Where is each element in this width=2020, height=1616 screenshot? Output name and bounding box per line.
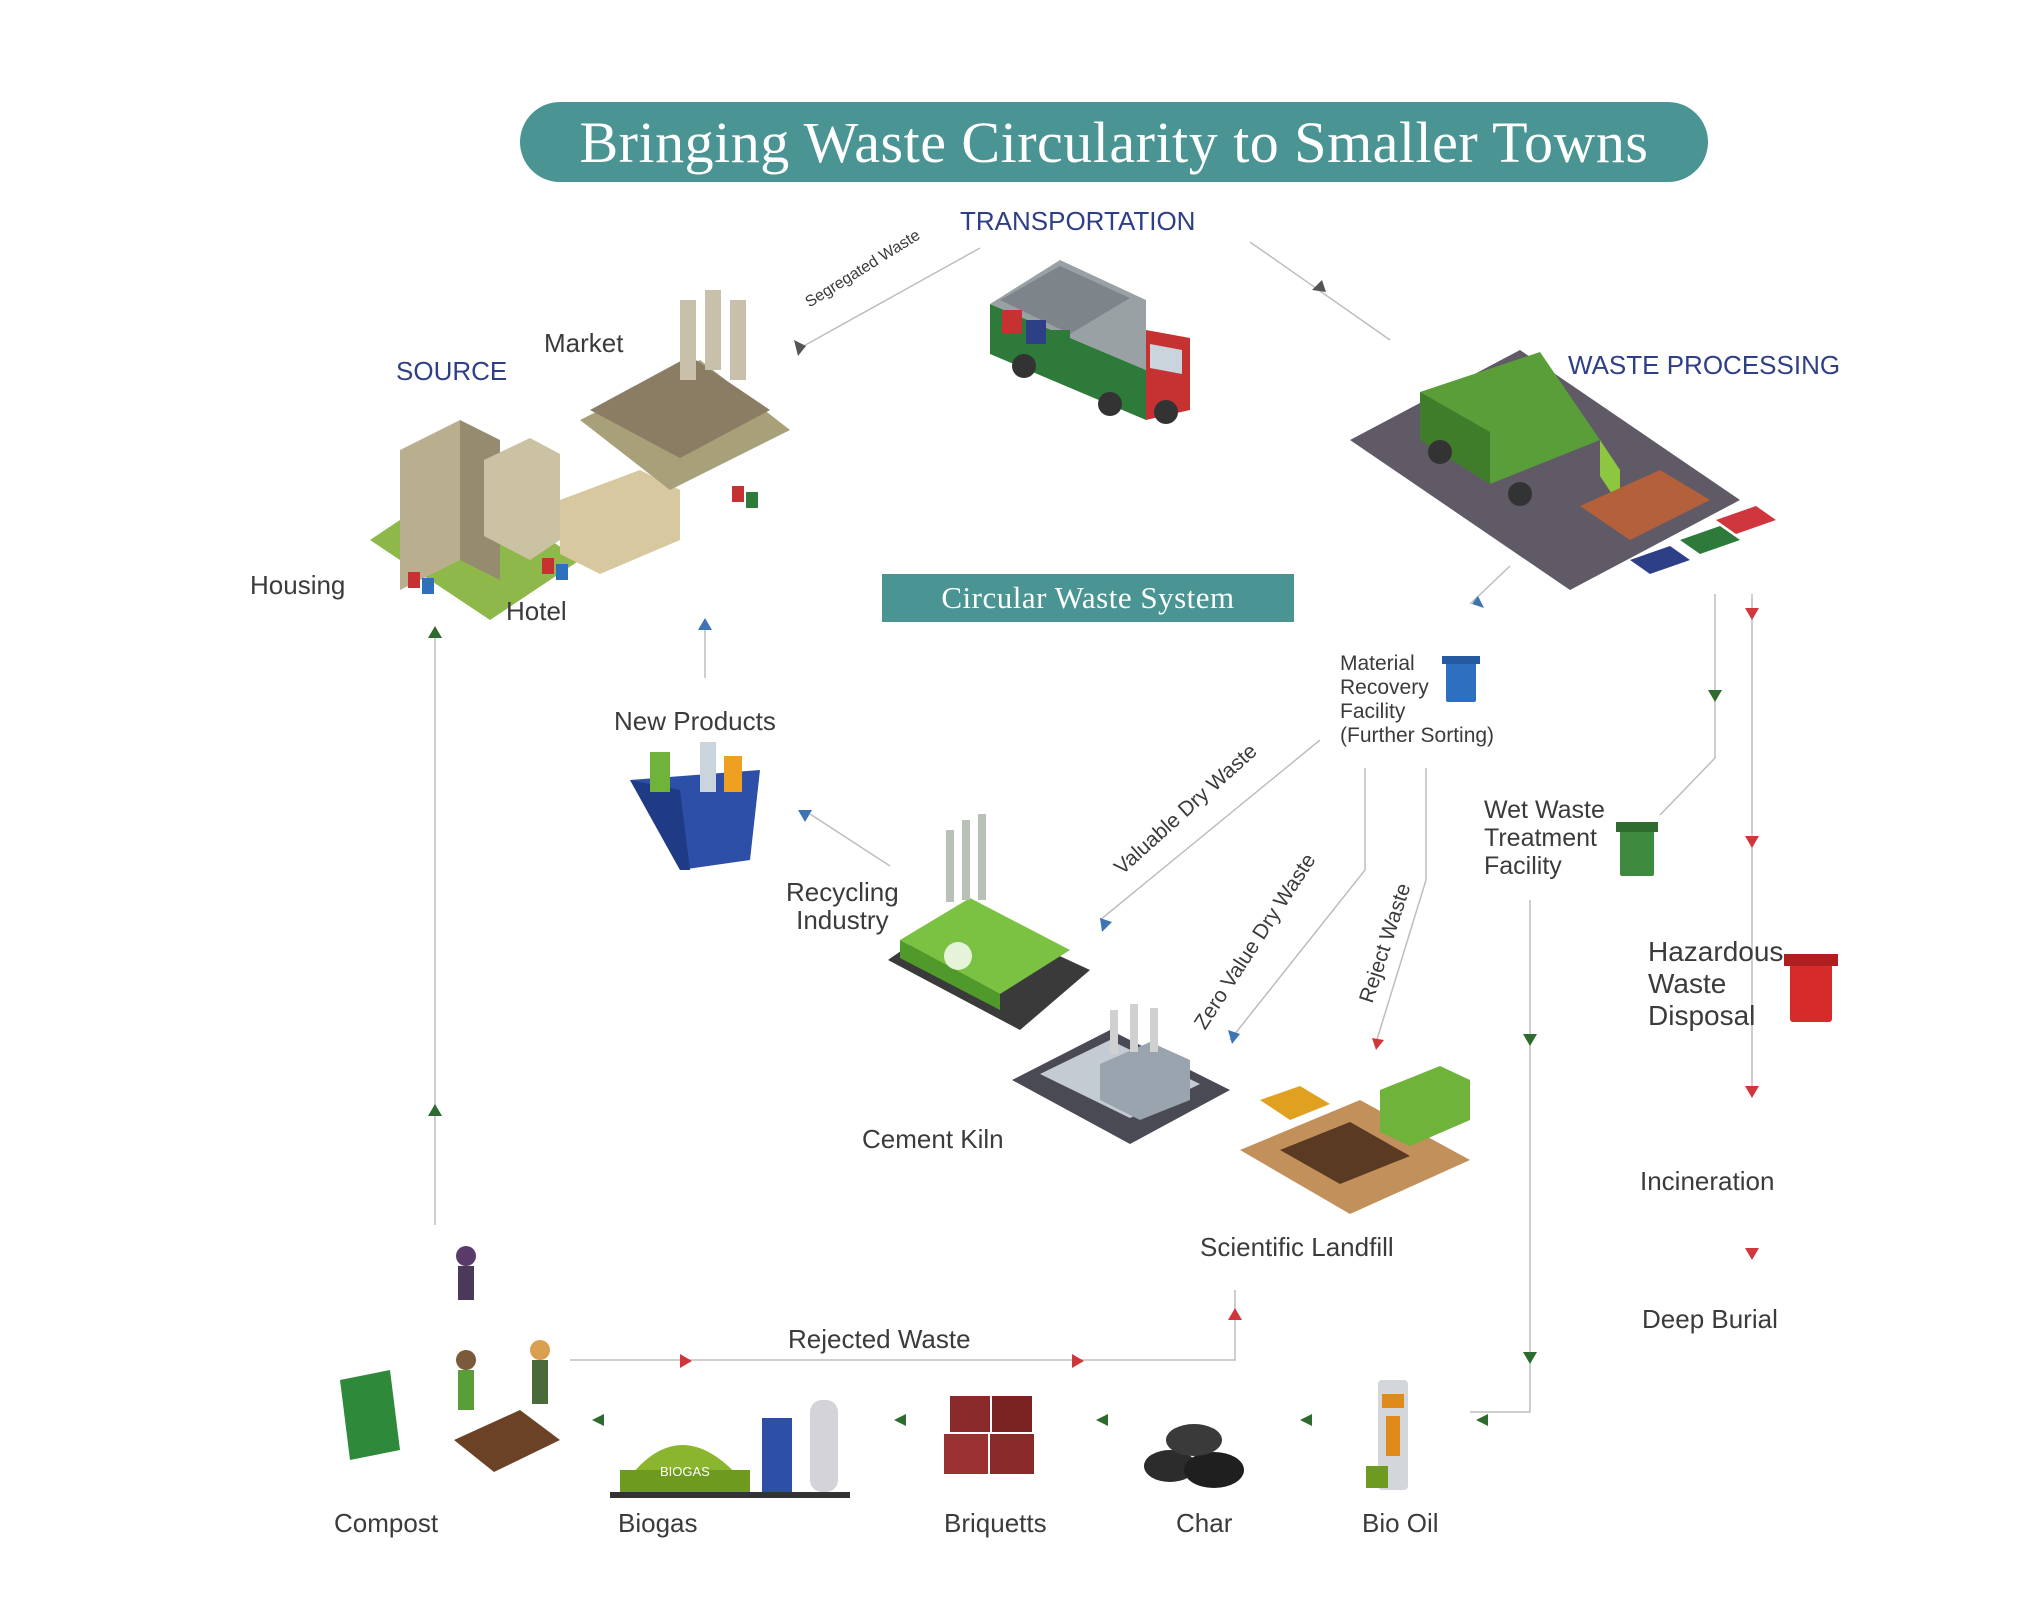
haz-label-line3: Disposal [1648, 1000, 1756, 1031]
waste-processing-site-icon [1350, 350, 1776, 590]
bio-oil-label: Bio Oil [1362, 1508, 1439, 1538]
arrow-to-recycling [1100, 918, 1112, 932]
hazardous-label: Hazardous Waste Disposal [1648, 936, 1783, 1032]
arrow-to-incineration [1745, 1086, 1759, 1098]
mrf-label-line2: Recovery [1340, 676, 1429, 699]
source-buildings-icon [370, 290, 790, 620]
housing-label: Housing [250, 570, 346, 600]
page-title: Bringing Waste Circularity to Smaller To… [579, 109, 1649, 175]
flow-arrows [428, 280, 1759, 1426]
transport-truck-icon [990, 260, 1190, 424]
compost-label: Compost [334, 1508, 439, 1538]
landfill-icon [1240, 1066, 1470, 1214]
bio-oil-pump-icon [1366, 1380, 1408, 1490]
wet-label-line1: Wet Waste [1484, 796, 1605, 824]
arrow-to-landfill [1372, 1038, 1384, 1050]
arrow-wet-down-1 [1523, 1034, 1537, 1046]
recycling-label-line1: Recycling [786, 877, 899, 907]
briquetts-label: Briquetts [944, 1508, 1047, 1538]
hazardous-red-bin-icon [1784, 954, 1838, 1022]
arrow-to-bio-oil [1476, 1414, 1488, 1426]
mrf-label-line4: (Further Sorting) [1340, 724, 1495, 747]
haz-label-line1: Hazardous [1648, 936, 1784, 967]
mrf-label-line3: Facility [1340, 700, 1406, 723]
shopping-basket-icon [630, 742, 760, 870]
rejected-waste-label: Rejected Waste [788, 1324, 971, 1354]
mrf-blue-bin-icon [1442, 656, 1480, 702]
deep-burial-label: Deep Burial [1642, 1304, 1778, 1334]
title-banner: Bringing Waste Circularity to Smaller To… [520, 102, 1708, 182]
arrow-wet-down-2 [1523, 1352, 1537, 1364]
arrow-to-compost [592, 1414, 604, 1426]
arrow-from-processing [1312, 280, 1326, 292]
wet-label-line2: Treatment [1484, 824, 1598, 852]
arrow-rejected-2 [680, 1354, 692, 1368]
recycling-factory-icon [888, 814, 1090, 1030]
source-label: SOURCE [396, 356, 508, 386]
arrow-red-2 [1745, 836, 1759, 848]
wet-waste-label: Wet Waste Treatment Facility [1484, 796, 1605, 880]
subtitle-box: Circular Waste System [882, 574, 1294, 622]
mrf-label-line1: Material [1340, 652, 1415, 675]
arrow-to-briquetts [1096, 1414, 1108, 1426]
incineration-label: Incineration [1640, 1166, 1775, 1196]
arrow-to-cement [1228, 1030, 1240, 1044]
biogas-plant-icon [610, 1400, 850, 1498]
market-label: Market [544, 328, 624, 358]
wet-label-line3: Facility [1484, 852, 1562, 880]
biogas-label: Biogas [618, 1508, 698, 1538]
haz-label-line2: Waste [1648, 968, 1727, 999]
arrow-to-source [794, 340, 806, 356]
arrow-up-landfill [1228, 1308, 1242, 1320]
cement-kiln-label: Cement Kiln [862, 1124, 1004, 1154]
arrow-to-mrf [1472, 596, 1484, 608]
cement-kiln-icon [1012, 1004, 1230, 1144]
wet-waste-green-bin-icon [1616, 822, 1658, 876]
arrow-red-1 [1745, 608, 1759, 620]
biogas-tank-label: BIOGAS [660, 1464, 710, 1479]
char-label: Char [1176, 1508, 1233, 1538]
hotel-label: Hotel [506, 596, 567, 626]
arrow-to-char [1300, 1414, 1312, 1426]
subtitle: Circular Waste System [941, 580, 1235, 615]
briquettes-icon [944, 1396, 1034, 1474]
char-icon [1144, 1424, 1244, 1488]
arrow-up-compost [428, 1104, 442, 1116]
compost-people-icon [340, 1246, 560, 1472]
arrow-up-products [698, 618, 712, 630]
arrow-to-new-products [798, 810, 812, 822]
arrow-to-biogas [894, 1414, 906, 1426]
arrow-to-deep-burial [1745, 1248, 1759, 1260]
scientific-landfill-label: Scientific Landfill [1200, 1232, 1394, 1262]
arrow-rejected-1 [1072, 1354, 1084, 1368]
recycling-label-line2: Industry [796, 905, 889, 935]
recycling-industry-label: Recycling Industry [786, 878, 899, 934]
arrow-to-wet [1708, 690, 1722, 702]
transportation-label: TRANSPORTATION [960, 206, 1196, 236]
arrow-up-source [428, 626, 442, 638]
waste-processing-label: WASTE PROCESSING [1568, 350, 1841, 380]
new-products-label: New Products [614, 706, 776, 736]
mrf-label: Material Recovery Facility (Further Sort… [1340, 652, 1494, 748]
